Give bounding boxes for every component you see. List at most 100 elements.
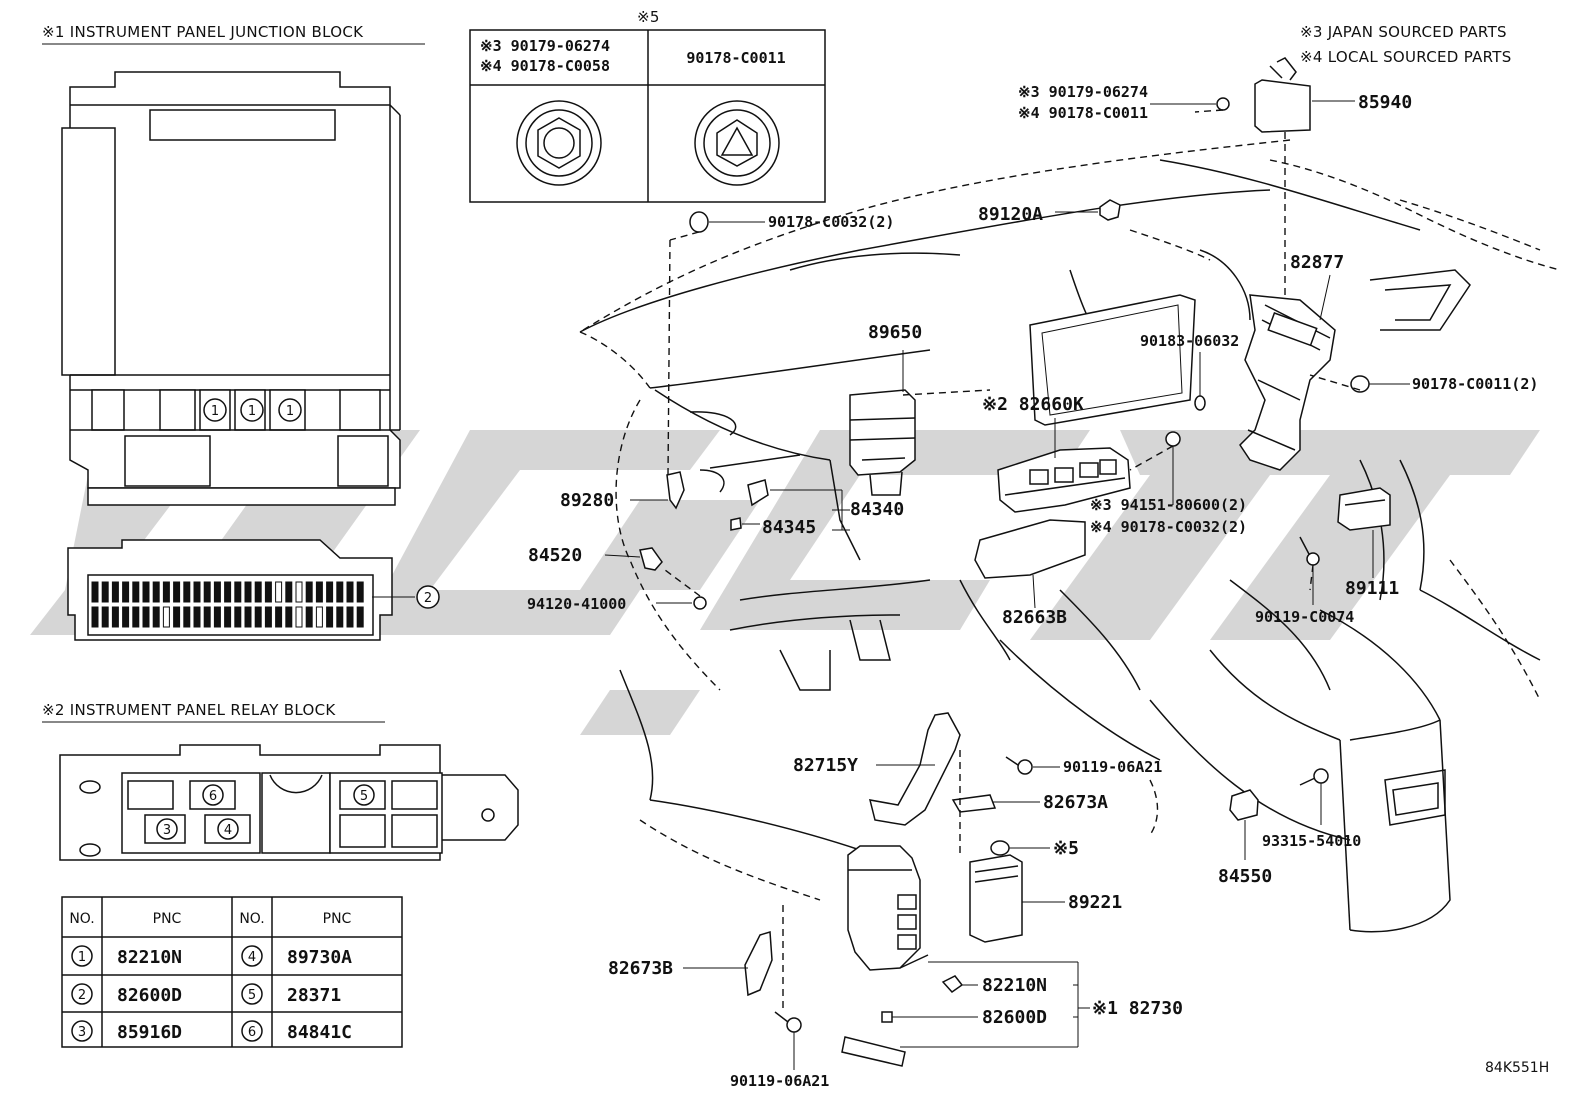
label-82673B: 82673B: [608, 958, 673, 979]
nut-box: ※5 ※3 90179-06274 ※4 90178-C0058 90178-C…: [469, 8, 826, 203]
nut-icon: [693, 596, 707, 610]
part-82715Y: [868, 712, 961, 826]
junction-block-inset: ※1 INSTRUMENT PANEL JUNCTION BLOCK 1 1 1: [42, 23, 440, 641]
label-82877: 82877: [1290, 252, 1344, 273]
connector-pin: [244, 606, 252, 628]
svg-text:1: 1: [211, 404, 219, 419]
nut-icon: [689, 211, 709, 233]
nut-icon: [1165, 431, 1181, 447]
connector-pin: [326, 606, 334, 628]
connector-pin: [254, 606, 262, 628]
connector-pin: [346, 606, 354, 628]
svg-text:82210N: 82210N: [117, 947, 182, 968]
part-82877: [1239, 294, 1336, 471]
connector-pin: [162, 581, 170, 603]
part-85940: [1216, 57, 1311, 133]
label-90178-C0011-2: 90178-C0011(2): [1412, 375, 1538, 393]
connector-pin: [336, 581, 344, 603]
connector-pin: [275, 606, 283, 628]
label-84520: 84520: [528, 545, 582, 566]
svg-text:※4 90178-C0058: ※4 90178-C0058: [480, 57, 610, 75]
label-89111: 89111: [1345, 578, 1399, 599]
connector-pin: [152, 581, 160, 603]
connector-pin: [162, 606, 170, 628]
svg-text:2: 2: [424, 591, 432, 606]
label-90178-C0032-2: ※4 90178-C0032(2): [1090, 518, 1247, 536]
part-89650: [849, 389, 916, 496]
label-89650: 89650: [868, 322, 922, 343]
connector-pin: [254, 581, 262, 603]
label-82660K: ※2 82660K: [982, 394, 1084, 415]
connector-pin: [244, 581, 252, 603]
part-89280: [666, 471, 685, 510]
label-94151-80600: ※3 94151-80600(2): [1090, 496, 1247, 514]
bolt-icon: [774, 1011, 802, 1033]
label-90119-06A21: 90119-06A21: [1063, 758, 1162, 776]
svg-text:6: 6: [248, 1025, 256, 1040]
label-90179-06274: ※3 90179-06274: [1018, 83, 1148, 101]
connector-pin: [234, 606, 242, 628]
screw-icon: [1299, 768, 1329, 786]
svg-text:5: 5: [360, 789, 368, 804]
connector-pin: [142, 606, 150, 628]
callout-circle: [203, 398, 227, 422]
connector-pin: [132, 606, 140, 628]
part-84520: [639, 547, 663, 571]
mount-lines: [664, 109, 1361, 1012]
label-89280: 89280: [560, 490, 614, 511]
svg-text:1: 1: [78, 950, 86, 965]
connector-pin: [101, 581, 109, 603]
svg-text:84841C: 84841C: [287, 1022, 352, 1043]
label-94120-41000: 94120-41000: [527, 595, 626, 613]
label-82715Y: 82715Y: [793, 755, 858, 776]
part-82660K: [997, 447, 1131, 513]
svg-text:3: 3: [163, 823, 171, 838]
svg-text:2: 2: [78, 988, 86, 1003]
svg-text:※3 90179-06274: ※3 90179-06274: [480, 37, 610, 55]
part-84345: [730, 517, 742, 531]
label-82600D: 82600D: [982, 1007, 1047, 1028]
part-84550: [1229, 789, 1259, 821]
part-89111: [1337, 487, 1391, 531]
label-82730: ※1 82730: [1092, 998, 1183, 1019]
connector-pin: [122, 581, 130, 603]
connector-pin: [295, 606, 303, 628]
connector-pin: [91, 581, 99, 603]
label-85940: 85940: [1358, 92, 1412, 113]
svg-text:3: 3: [78, 1025, 86, 1040]
callout-circle: [202, 784, 224, 806]
part-82600D: [881, 1011, 893, 1023]
connector-pin: [305, 581, 313, 603]
callout-circle: [278, 398, 302, 422]
label-90119-C0074: 90119-C0074: [1255, 608, 1354, 626]
svg-text:90178-C0011: 90178-C0011: [686, 49, 785, 67]
label-84345: 84345: [762, 517, 816, 538]
connector-pin: [356, 581, 364, 603]
part-89221: [969, 854, 1023, 943]
connector-pins: [91, 581, 364, 628]
svg-text:85916D: 85916D: [117, 1022, 182, 1043]
clip-icon: [1194, 395, 1206, 411]
label-82210N: 82210N: [982, 975, 1047, 996]
callout-circle: [156, 818, 178, 840]
nut-icon: [1216, 97, 1230, 111]
pnc-table: NO. PNC NO. PNC 1 82210N 4 89730A 2 8260…: [61, 896, 403, 1048]
relay-block-title: ※2 INSTRUMENT PANEL RELAY BLOCK: [42, 701, 336, 719]
part-82730: [847, 845, 929, 971]
svg-text:28371: 28371: [287, 985, 341, 1006]
nut-icon: [990, 840, 1010, 856]
connector-pin: [315, 581, 323, 603]
connector-pin: [264, 606, 272, 628]
connector-pin: [142, 581, 150, 603]
part-82210N: [941, 975, 964, 993]
label-89221: 89221: [1068, 892, 1122, 913]
connector-pin: [132, 581, 140, 603]
connector-pin: [275, 581, 283, 603]
connector-pin: [336, 606, 344, 628]
callout-circle: [240, 398, 264, 422]
dashboard-outline: [579, 139, 1561, 933]
part-cover-plate: [841, 1036, 906, 1067]
connector-pin: [285, 581, 293, 603]
label-84550: 84550: [1218, 866, 1272, 887]
